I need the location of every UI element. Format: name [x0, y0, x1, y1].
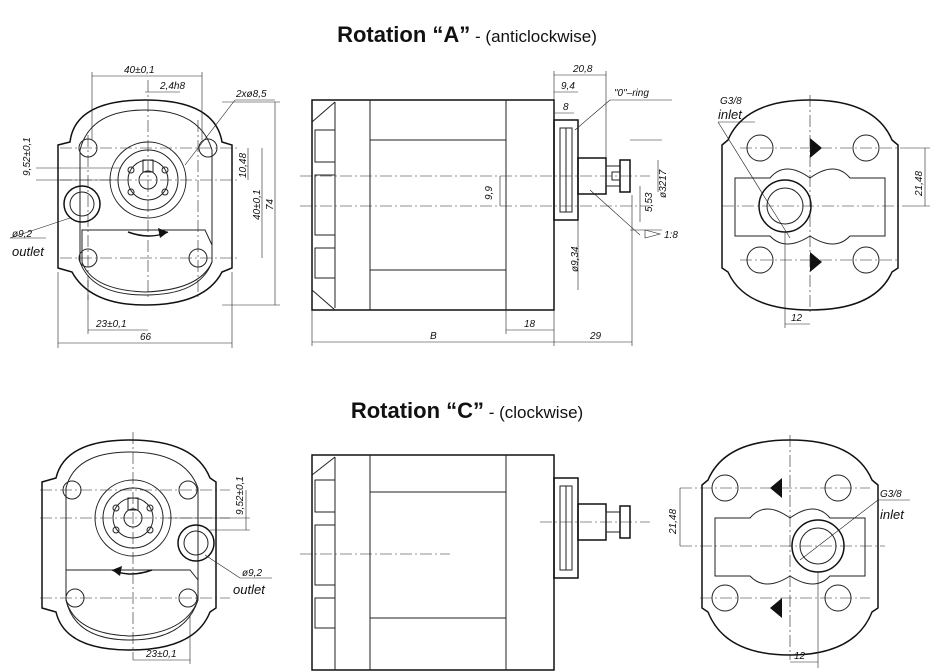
c-dim-bottom-offset-label: 23±0,1: [145, 649, 177, 660]
rear-a-width-label: 12: [791, 313, 803, 324]
dim-shaft-center-label: 9,9: [484, 186, 495, 200]
rear-c-height-label: 21,48: [668, 509, 679, 535]
c-outlet-label: outlet: [233, 582, 266, 597]
rotation-a-side-view: 20,8 9,4 8 "0"–ring 9,9 ø3217 5,53 1:8 ø…: [300, 64, 678, 346]
dim-right-total-label: 74: [265, 198, 276, 210]
oring-label: "0"–ring: [614, 88, 649, 99]
taper-label: 1:8: [664, 230, 678, 241]
dim-shaft-len-label: 5,53: [644, 192, 655, 212]
c-outlet-dia-label: ø9,2: [242, 568, 262, 579]
rear-a-height-label: 21,48: [914, 171, 925, 197]
outlet-label: outlet: [12, 244, 45, 259]
rotation-c-rear-view: G3/8 inlet 21,48 12: [668, 435, 910, 668]
dim-right-small-label: 10,48: [238, 153, 249, 178]
outlet-dia-label: ø9,2: [12, 229, 32, 240]
dim-body-length-label: B: [430, 331, 437, 342]
rotation-c-title-rest: - (clockwise): [484, 403, 584, 422]
rear-c-inlet-label: inlet: [880, 507, 905, 522]
dim-bottom-total-label: 66: [140, 332, 152, 343]
dim-body-right-label: 18: [524, 319, 536, 330]
dim-flange-total-label: 20,8: [572, 64, 593, 75]
dim-pilot-label: ø9,34: [570, 246, 581, 272]
rotation-a-title-rest: - (anticlockwise): [470, 27, 597, 46]
rotation-c-title-bold: Rotation “C”: [350, 398, 485, 423]
rotation-c-front-view: 9,52±0,1 ø9,2 outlet 23±0,1: [40, 432, 272, 664]
rotation-a-rear-view: G3/8 inlet 21,48 12: [717, 95, 930, 328]
dim-shaft-label: 2,4h8: [159, 81, 185, 92]
dim-holes-label: 2xø8,5: [235, 89, 267, 100]
dim-shaft-dia-label: ø3217: [658, 169, 669, 198]
dim-shaft-proj-label: 29: [589, 331, 602, 342]
rear-a-thread-label: G3/8: [720, 96, 742, 107]
dim-left-vertical-label: 9,52±0,1: [22, 137, 33, 176]
rotation-a-title-bold: Rotation “A”: [337, 22, 471, 47]
c-dim-right-vertical-label: 9,52±0,1: [235, 476, 246, 515]
rear-c-thread-label: G3/8: [880, 489, 902, 500]
rotation-a-title: Rotation “A” - (anticlockwise): [0, 22, 934, 48]
rear-c-width-label: 12: [794, 651, 806, 662]
dim-right-mid-label: 40±0,1: [252, 189, 263, 220]
rear-a-inlet-label: inlet: [718, 107, 743, 122]
dim-bottom-offset-label: 23±0,1: [95, 319, 127, 330]
dim-flange-small-label: 8: [563, 102, 569, 113]
rotation-a-front-view: 40±0,1 2,4h8 2xø8,5 9,52±0,1 10,48 40±0,…: [9, 65, 280, 348]
rotation-c-title: Rotation “C” - (clockwise): [0, 398, 934, 424]
rotation-c-side-view: [300, 454, 650, 671]
dim-flange-mid-label: 9,4: [561, 81, 575, 92]
dim-top-label: 40±0,1: [124, 65, 155, 76]
